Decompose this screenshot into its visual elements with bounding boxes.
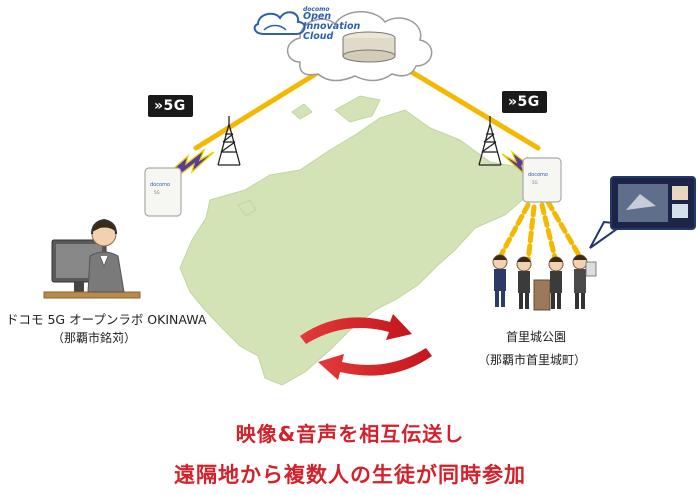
- link-cloud-right: [392, 59, 541, 151]
- 5g-badge-right: »5G: [502, 91, 547, 113]
- bidirectional-arrows-icon: [300, 314, 432, 380]
- svg-text:5G: 5G: [532, 180, 538, 185]
- access-point-left-icon: docomo 5G: [144, 167, 182, 217]
- students-group-icon: [492, 254, 597, 311]
- location-left-name: ドコモ 5G オープンラボ OKINAWA: [6, 312, 207, 327]
- link-ap-student-3: [539, 202, 559, 265]
- student-1: [492, 254, 508, 307]
- antenna-tower-left-icon: [217, 116, 241, 166]
- antenna-tower-right-icon: [478, 116, 502, 166]
- caption-line-1: 映像&音声を相互伝送し: [235, 422, 465, 446]
- link-ap-student-1: [497, 202, 531, 260]
- teacher-at-desk-icon: [43, 218, 141, 299]
- link-cloud-left: [193, 59, 338, 151]
- cloud-brand-small: docomo: [303, 6, 330, 13]
- location-right-sub: （那覇市首里城町）: [478, 353, 587, 367]
- server-icon: [342, 31, 396, 63]
- svg-text:docomo: docomo: [528, 172, 548, 178]
- okinawa-map: [179, 95, 529, 386]
- location-left-sub: （那覇市銘苅）: [52, 331, 137, 345]
- access-point-right-icon: docomo 5G: [522, 157, 562, 203]
- student-4: [572, 254, 597, 309]
- cloud-icon: [286, 11, 433, 82]
- tablet-screen-callout: [589, 176, 696, 249]
- student-3: [548, 256, 564, 309]
- 5g-badge-left: »5G: [148, 95, 193, 117]
- location-right-name: 首里城公園: [506, 330, 567, 344]
- docomo-cloud-logo-icon: [253, 11, 306, 35]
- cloud-brand-line-2: Innovation: [303, 21, 361, 32]
- student-2: [516, 256, 532, 309]
- cloud-brand-line-1: Open: [303, 11, 332, 22]
- caption-line-2: 遠隔地から複数人の生徒が同時参加: [174, 463, 526, 487]
- svg-text:docomo: docomo: [150, 182, 170, 188]
- stand: [533, 279, 551, 311]
- link-ap-student-4: [545, 199, 583, 260]
- link-ap-student-2: [525, 204, 537, 265]
- svg-text:5G: 5G: [154, 190, 160, 195]
- signal-bolt-left-icon: [171, 148, 215, 177]
- cloud-brand-line-3: Cloud: [303, 31, 334, 42]
- network-links: [193, 59, 583, 265]
